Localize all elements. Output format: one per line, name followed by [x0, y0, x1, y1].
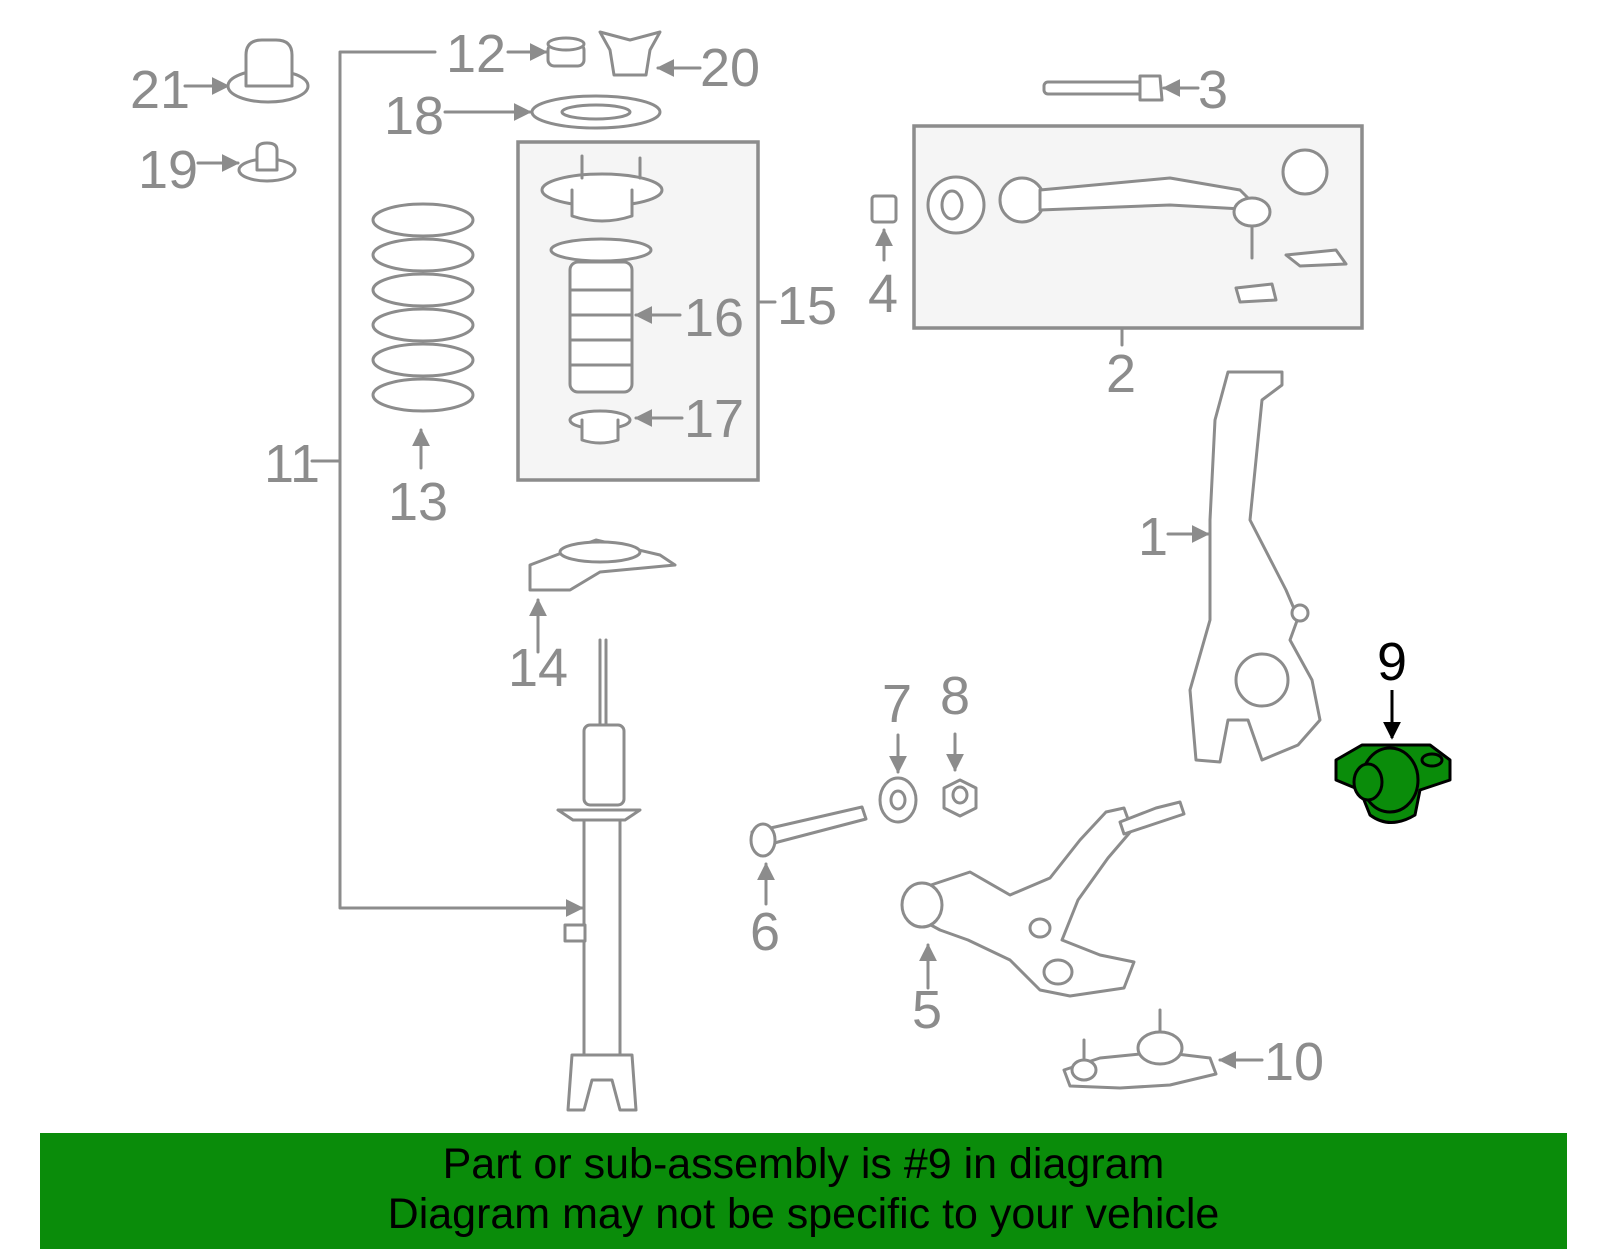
callout-8: 8 — [940, 666, 970, 726]
callout-7: 7 — [882, 674, 912, 734]
callout-15: 15 — [777, 276, 837, 336]
callout-9: 9 — [1377, 632, 1407, 692]
callout-6: 6 — [750, 902, 780, 962]
callout-3: 3 — [1198, 60, 1228, 120]
part-10-ball-joint — [1062, 1008, 1264, 1090]
part-14-spring-seat — [528, 538, 677, 654]
callout-11: 11 — [264, 434, 320, 494]
part-4-block — [870, 194, 898, 262]
part-20-bracket — [598, 30, 702, 77]
part-6-bolt — [749, 805, 868, 906]
part-21-mount-cap — [183, 38, 310, 104]
banner-line-1: Part or sub-assembly is #9 in diagram — [442, 1140, 1165, 1188]
callout-10: 10 — [1264, 1032, 1324, 1092]
part-16-bump-boot — [549, 237, 682, 394]
callout-2: 2 — [1106, 344, 1136, 404]
part-12-nut — [506, 36, 586, 68]
callout-17: 17 — [684, 389, 744, 449]
callout-13: 13 — [388, 472, 448, 532]
callout-18: 18 — [384, 86, 444, 146]
info-banner: Part or sub-assembly is #9 in diagram Di… — [40, 1133, 1567, 1249]
callout-1: 1 — [1138, 507, 1168, 567]
callout-16: 16 — [684, 288, 744, 348]
part-5-lower-control-arm — [900, 800, 1186, 998]
callout-4: 4 — [868, 264, 898, 324]
callout-5: 5 — [912, 980, 942, 1040]
part-3-bolt — [1042, 74, 1200, 102]
callout-19: 19 — [138, 140, 198, 200]
part-17-bushing — [568, 409, 684, 445]
banner-line-2: Diagram may not be specific to your vehi… — [387, 1190, 1220, 1238]
part-7-washer — [878, 733, 918, 824]
part-9-highlighted-bushing — [1334, 690, 1452, 824]
strut-shock-absorber — [556, 638, 642, 1112]
part-15-upper-mount — [540, 154, 664, 223]
part-2-upper-control-arm — [926, 148, 1348, 304]
part-1-steering-knuckle — [1166, 370, 1322, 764]
part-18-plate-washer — [443, 94, 662, 130]
callout-12: 12 — [446, 24, 506, 84]
strut-assembly-bracket — [310, 50, 584, 917]
part-13-coil-spring — [371, 202, 475, 470]
part-8-nut — [942, 732, 978, 818]
part-19-bushing — [196, 141, 297, 183]
callout-21: 21 — [130, 60, 190, 120]
callout-14: 14 — [508, 638, 568, 698]
callout-20: 20 — [700, 38, 760, 98]
